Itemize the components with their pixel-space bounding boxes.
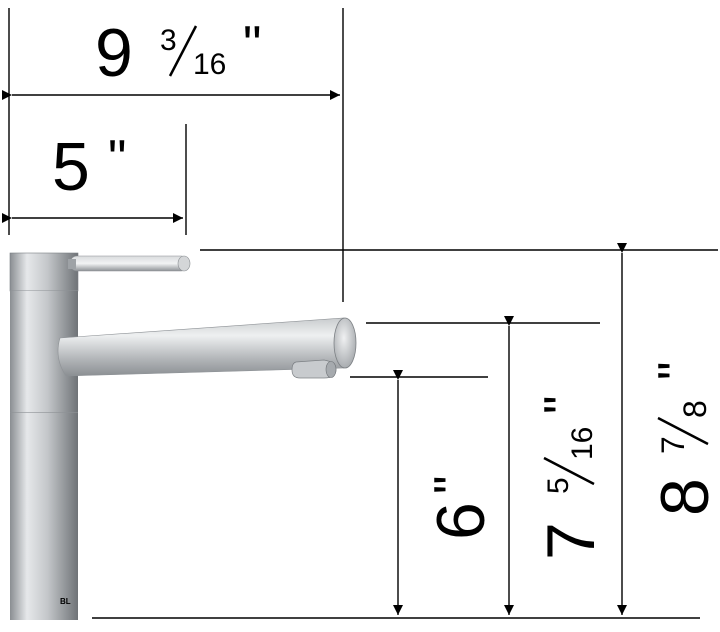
label-spout-height-fraction-bar [543,456,595,486]
label-overall-width-fraction-bar [168,25,198,77]
label-spout-height-unit: " [534,396,592,414]
faucet-cap [9,252,79,292]
label-overall-width-unit: " [243,16,261,74]
label-spout-clearance-whole: 6 [423,502,499,540]
label-base-width: 5 " [52,129,126,205]
faucet-body-lower [10,413,78,620]
label-total-height: 8 7 8 " [647,362,720,516]
faucet: BL [9,252,357,620]
spout [57,317,357,379]
label-spout-height-numerator: 5 [542,477,575,494]
label-total-height-numerator: 7 [655,436,691,454]
label-base-width-unit: " [108,130,126,188]
label-base-width-whole: 5 [52,129,90,205]
label-overall-width-numerator: 3 [160,24,177,57]
dimension-lines [8,8,718,619]
label-spout-height: 7 5 16 " [533,396,609,560]
label-spout-clearance: 6 " [423,476,499,540]
faucet-logo: BL [60,597,71,606]
label-total-height-denominator: 8 [677,400,713,418]
label-spout-height-whole: 7 [533,522,609,560]
label-spout-clearance-unit: " [424,476,482,494]
label-spout-height-denominator: 16 [566,427,599,460]
label-total-height-unit: " [648,362,706,380]
label-total-height-fraction-bar [657,416,709,446]
label-overall-width-denominator: 16 [193,48,226,81]
label-overall-width-whole: 9 [95,15,133,91]
lever-handle [68,255,191,272]
label-total-height-whole: 8 [647,478,720,516]
label-overall-width: 9 3 16 " [95,15,261,91]
